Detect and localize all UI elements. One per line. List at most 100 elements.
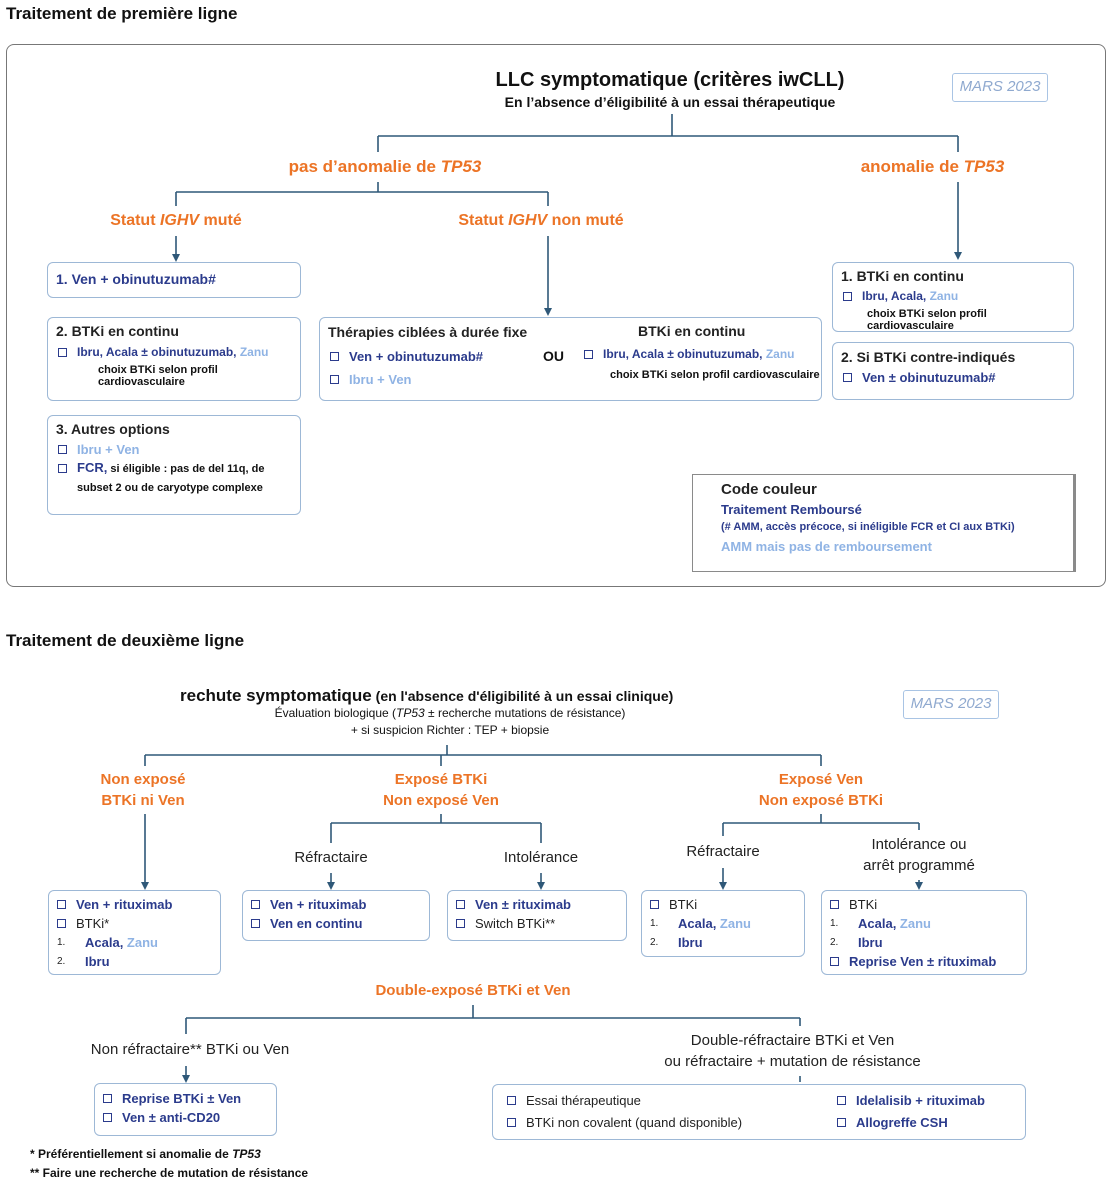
box2-title: 2. BTKi en continu [56, 323, 179, 339]
diagram2-subtitle: Évaluation biologique (TP53 ± recherche … [110, 705, 790, 745]
list-item: BTKi [828, 895, 1020, 914]
list-item: 2.Ibru [830, 935, 883, 950]
box-ven-intolerance: BTKi 1.Acala, Zanu 2.Ibru Reprise Ven ± … [821, 890, 1027, 975]
checkbox-bullet-icon [58, 445, 67, 454]
box-double-refractory-options: Essai thérapeutique BTKi non covalent (q… [492, 1084, 1026, 1140]
footnote-1: * Préférentiellement si anomalie de TP53 [30, 1147, 261, 1161]
diagram1-title: LLC symptomatique (critères iwCLL) [495, 69, 845, 91]
box-not-exposed-options: Ven + rituximab BTKi* 1.Acala, Zanu 2.Ib… [48, 890, 221, 975]
box1-title: 1. Ven + obinutuzumab# [56, 271, 216, 287]
boxmid-right-title: BTKi en continu [638, 323, 746, 339]
list-item: Ven + rituximab [55, 895, 214, 914]
checkbox-bullet-icon [58, 348, 67, 357]
list-item: Ven + obinutuzumab# [328, 347, 483, 366]
color-legend: Code couleur Traitement Remboursé (# AMM… [692, 474, 1076, 572]
checkbox-bullet-icon [584, 350, 593, 359]
date-badge-2: MARS 2023 [903, 690, 999, 719]
checkbox-bullet-icon [837, 1096, 846, 1105]
checkbox-bullet-icon [251, 919, 260, 928]
box-non-refractory-options: Reprise BTKi ± Ven Ven ± anti-CD20 [94, 1083, 277, 1136]
node-ighv-unmutated: Statut IGHV non muté [443, 206, 639, 236]
list-item: 2.Ibru [57, 954, 110, 969]
list-item: Ibru, Acala ± obinutuzumab, Zanu [56, 343, 292, 362]
list-item: 1.Acala, Zanu [830, 916, 931, 931]
checkbox-bullet-icon [57, 919, 66, 928]
boxr1-note: choix BTKi selon profil cardiovasculaire [867, 308, 987, 332]
legend-title: Code couleur [721, 481, 817, 498]
or-label: OU [543, 348, 564, 364]
list-item: Ven + rituximab [249, 895, 423, 914]
list-item: BTKi* [55, 914, 214, 933]
checkbox-bullet-icon [456, 900, 465, 909]
box-btki-refractory: Ven + rituximab Ven en continu [242, 890, 430, 941]
checkbox-bullet-icon [830, 957, 839, 966]
checkbox-bullet-icon [330, 375, 339, 384]
list-item: Ven ± obinutuzumab# [841, 368, 1065, 387]
list-item: Allogreffe CSH [835, 1113, 948, 1132]
checkbox-bullet-icon [330, 352, 339, 361]
checkbox-bullet-icon [830, 900, 839, 909]
checkbox-bullet-icon [456, 919, 465, 928]
checkbox-bullet-icon [103, 1094, 112, 1103]
boxr1-title: 1. BTKi en continu [841, 268, 964, 284]
diagram1-subtitle: En l’absence d’éligibilité à un essai th… [504, 94, 836, 110]
checkbox-bullet-icon [837, 1118, 846, 1127]
list-item: Switch BTKi** [454, 914, 620, 933]
list-item: BTKi [648, 895, 798, 914]
node-no-tp53-anomaly: pas d’anomalie de TP53 [270, 152, 500, 182]
list-item: Ven ± rituximab [454, 895, 620, 914]
list-item: 1.Acala, Zanu [57, 935, 158, 950]
box3-title: 3. Autres options [56, 421, 170, 437]
header-non-refractory: Non réfractaire** BTKi ou Ven [42, 1034, 338, 1066]
list-item: Essai thérapeutique [505, 1091, 641, 1110]
boxmid-left-title: Thérapies ciblées à durée fixe [328, 324, 528, 340]
list-item: BTKi non covalent (quand disponible) [505, 1113, 742, 1132]
header-refractory-1: Réfractaire [278, 843, 384, 873]
legend-not-reimbursed: AMM mais pas de remboursement [721, 539, 932, 554]
checkbox-bullet-icon [843, 292, 852, 301]
checkbox-bullet-icon [251, 900, 260, 909]
list-item: Reprise BTKi ± Ven [101, 1089, 270, 1108]
header-refractory-2: Réfractaire [670, 836, 776, 868]
checkbox-bullet-icon [57, 900, 66, 909]
box-autres-options: 3. Autres options Ibru + Ven FCR, si éli… [47, 415, 301, 515]
box-ven-obinutuzumab: 1. Ven + obinutuzumab# [47, 262, 301, 298]
node-ighv-mutated: Statut IGHV muté [100, 206, 252, 236]
checkbox-bullet-icon [507, 1096, 516, 1105]
legend-reimbursed-note: (# AMM, accès précoce, si inéligible FCR… [721, 521, 1015, 533]
footnote-2: ** Faire une recherche de mutation de ré… [30, 1166, 309, 1180]
date-badge-1: MARS 2023 [952, 73, 1048, 102]
diagram2-title: rechute symptomatique (en l'absence d'él… [180, 686, 674, 705]
boxmid-note: choix BTKi selon profil cardiovasculaire [610, 369, 820, 381]
list-item: Idelalisib + rituximab [835, 1091, 985, 1110]
list-item: Ibru + Ven [56, 440, 292, 459]
boxr2-title: 2. Si BTKi contre-indiqués [841, 349, 1016, 365]
section-heading-second-line: Traitement de deuxième ligne [6, 631, 245, 650]
list-item: 1.Acala, Zanu [650, 916, 751, 931]
header-intolerance-1: Intolérance [488, 843, 594, 873]
box-unmutated-options: Thérapies ciblées à durée fixe Ven + obi… [319, 317, 822, 401]
checkbox-bullet-icon [507, 1118, 516, 1127]
legend-reimbursed: Traitement Remboursé [721, 502, 862, 517]
section-heading-first-line: Traitement de première ligne [6, 4, 238, 23]
box-btki-continu: 2. BTKi en continu Ibru, Acala ± obinutu… [47, 317, 301, 401]
node-double-exposed: Double-exposé BTKi et Ven [312, 975, 634, 1005]
list-item: Ven en continu [249, 914, 423, 933]
box-btki-intolerance: Ven ± rituximab Switch BTKi** [447, 890, 627, 941]
checkbox-bullet-icon [58, 464, 67, 473]
list-item: Ibru, Acala, Zanu [841, 287, 1065, 306]
list-item: FCR, si éligible : pas de del 11q, de su… [56, 459, 292, 497]
box-ven-refractory: BTKi 1.Acala, Zanu 2.Ibru [641, 890, 805, 957]
list-item: Ibru + Ven [328, 370, 412, 389]
checkbox-bullet-icon [843, 373, 852, 382]
checkbox-bullet-icon [103, 1113, 112, 1122]
list-item: Reprise Ven ± rituximab [828, 952, 1020, 971]
node-tp53-anomaly: anomalie de TP53 [845, 152, 1020, 182]
box-tp53-btki: 1. BTKi en continu Ibru, Acala, Zanu cho… [832, 262, 1074, 332]
box2-note: choix BTKi selon profil cardiovasculaire [98, 364, 218, 388]
